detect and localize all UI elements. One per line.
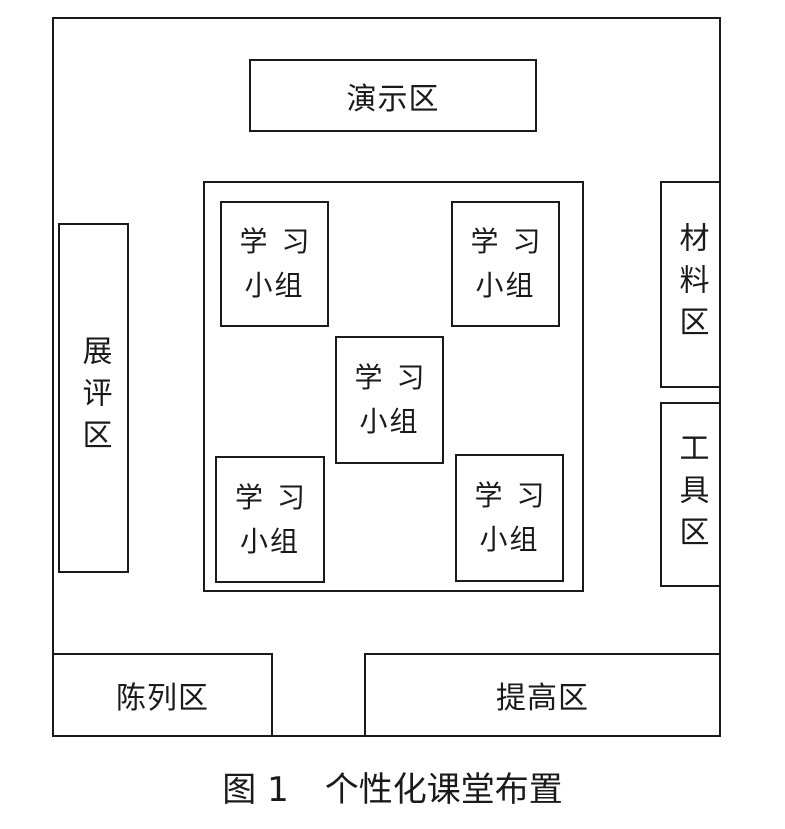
figure-number: 图 1	[222, 770, 289, 810]
materials-zone: 材料区	[660, 181, 721, 388]
tools-zone: 工具区	[660, 402, 721, 587]
review-zone-label: 展评区	[76, 335, 112, 461]
advance-zone-label: 提高区	[496, 681, 589, 716]
display-zone-label: 陈列区	[116, 681, 209, 716]
study-group-line2: 小组	[244, 269, 305, 302]
tools-zone-label: 工具区	[673, 431, 709, 558]
demo-zone-label: 演示区	[346, 81, 440, 117]
study-group-line2: 小组	[239, 524, 300, 558]
study-group-line2: 小组	[359, 405, 420, 438]
materials-zone-label: 材料区	[673, 221, 709, 348]
figure-title: 个性化课堂布置	[324, 770, 563, 810]
advance-zone: 提高区	[364, 653, 721, 737]
display-zone: 陈列区	[52, 653, 273, 737]
study-group-line1: 学习	[239, 225, 324, 258]
study-group-line1: 学习	[474, 479, 559, 512]
study-group-line2: 小组	[475, 269, 536, 302]
study-group-line1: 学习	[470, 225, 555, 258]
study-group-top-right: 学习 小组	[451, 201, 560, 327]
figure-caption: 图 1 个性化课堂布置	[0, 768, 785, 812]
study-group-top-left: 学习 小组	[220, 201, 329, 327]
study-group-line2: 小组	[479, 523, 540, 556]
study-group-line1: 学习	[234, 480, 319, 514]
study-group-center: 学习 小组	[335, 336, 444, 464]
review-zone: 展评区	[58, 223, 129, 573]
study-group-bottom-right: 学习 小组	[455, 454, 564, 582]
study-group-line1: 学习	[354, 361, 439, 394]
demo-zone: 演示区	[249, 59, 537, 132]
study-group-bottom-left: 学习 小组	[215, 456, 325, 583]
